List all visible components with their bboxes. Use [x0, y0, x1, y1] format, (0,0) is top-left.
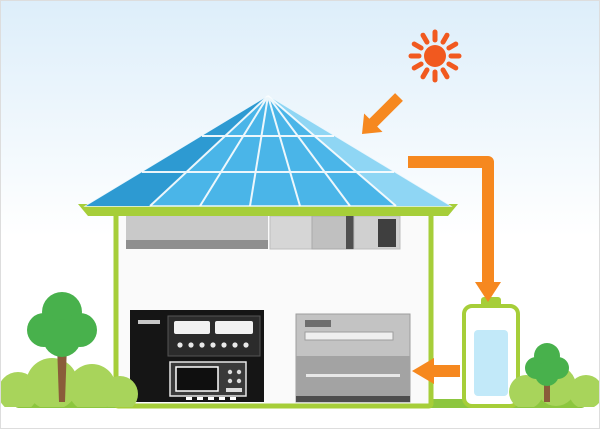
range-hood-vent — [126, 240, 268, 249]
tree-canopy — [27, 292, 97, 357]
sun-core — [424, 45, 446, 67]
cabinet-panel — [269, 215, 313, 250]
display-left — [174, 321, 210, 334]
battery-to-appliance-arrow-head — [412, 358, 434, 384]
solar-panel-grid — [142, 95, 397, 207]
solar-panel-facet-left — [86, 96, 268, 206]
cabinet-inset — [378, 219, 396, 247]
sunlight-arrow — [362, 93, 403, 134]
display-right — [215, 321, 253, 334]
solar-panel-facet-right — [268, 96, 450, 206]
roof-eave — [78, 204, 458, 216]
sun-rays — [408, 29, 462, 83]
dishwasher-base — [296, 396, 410, 402]
base-indicator-lights — [186, 397, 236, 400]
roof-to-battery-arrow-shaft — [408, 156, 494, 283]
dishwasher-control — [305, 320, 331, 327]
energy-flow-arrows — [362, 93, 501, 384]
battery-charge-level — [474, 330, 508, 396]
tree-trunk — [544, 378, 550, 402]
kitchen-unit — [130, 310, 264, 402]
house — [113, 208, 434, 409]
oven-buttons — [226, 369, 242, 392]
dishwasher — [295, 313, 411, 403]
control-knobs — [177, 342, 249, 348]
oven-handle — [138, 320, 160, 324]
sun-icon — [408, 29, 462, 83]
range-hood — [126, 216, 268, 241]
roof-to-battery-arrow-head — [475, 282, 501, 302]
tree-left — [27, 292, 97, 402]
dishwasher-handle-slot — [304, 331, 394, 341]
cabinet-divider — [346, 216, 354, 249]
dishwasher-trim — [306, 374, 400, 377]
tree-canopy — [525, 343, 569, 386]
oven-window — [175, 366, 219, 392]
solar-panel-roof — [78, 95, 458, 216]
storage-battery — [462, 297, 520, 408]
upper-floor-cabinets — [126, 215, 401, 250]
tree-trunk — [57, 344, 67, 402]
tree-right — [525, 343, 569, 402]
